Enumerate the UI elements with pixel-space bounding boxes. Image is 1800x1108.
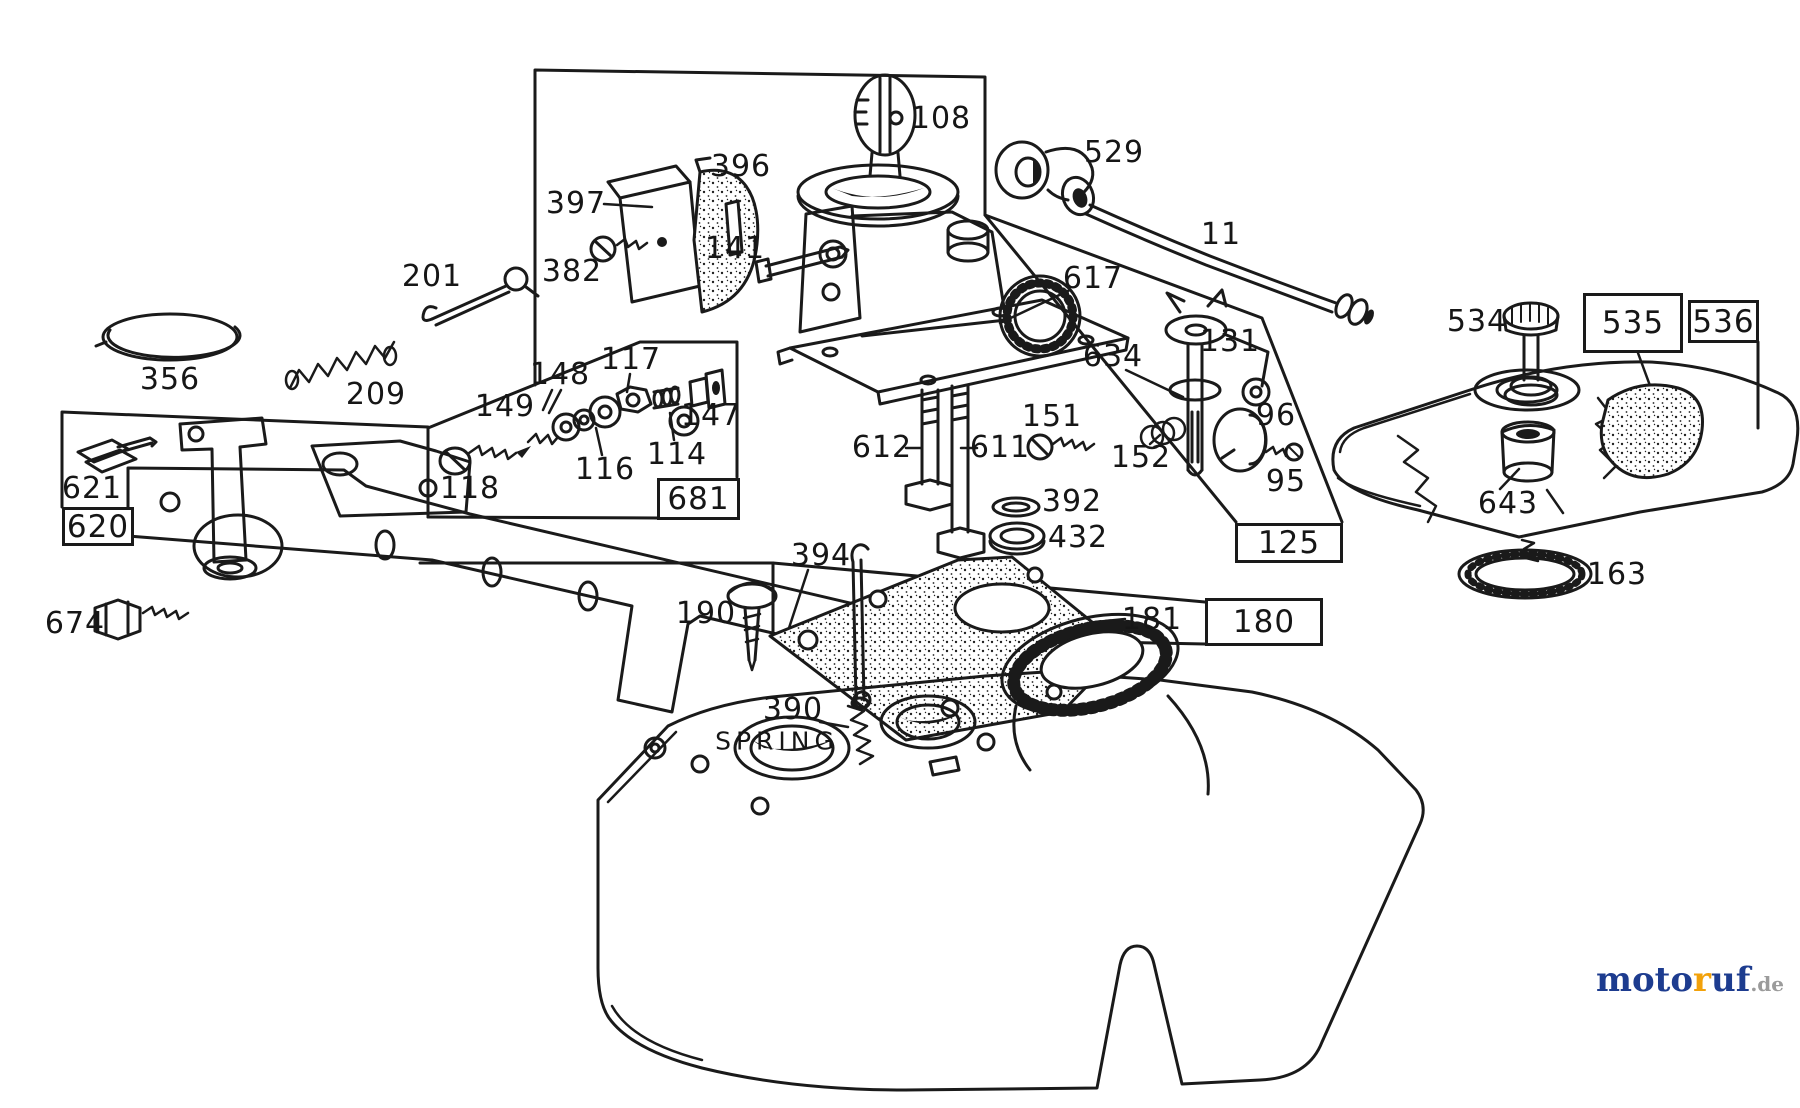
part-label-152: 152 [1110,440,1172,475]
part-label-612: 612 [851,430,913,465]
part-label-617: 617 [1062,261,1124,296]
part-label-148: 148 [529,357,591,392]
part-label-643: 643 [1477,486,1539,521]
part-label-190: 190 [675,596,737,631]
part-label-141: 141 [704,231,766,266]
part-label-392: 392 [1041,484,1103,519]
watermark-text-4: .de [1750,972,1784,996]
needle-valve-parts-drawing [438,368,727,476]
assembly-box-180: 180 [1205,598,1323,646]
part-label-382: 382 [541,254,603,289]
part-label-147: 147 [680,398,742,433]
choke-knob-drawing [853,73,917,178]
part-label-131: 131 [1199,324,1261,359]
assembly-box-535: 535 [1583,293,1683,353]
part-label-356: 356 [139,362,201,397]
part-label-611: 611 [969,430,1031,465]
throttle-shaft-drawing [1026,288,1304,477]
part-label-209: 209 [345,377,407,412]
watermark-text-1: moto [1596,960,1694,1000]
assembly-box-620: 620 [62,507,134,546]
part-label-634: 634 [1082,339,1144,374]
part-label-201: 201 [401,259,463,294]
part-label-397: 397 [545,186,607,221]
part-label-181: 181 [1121,602,1183,637]
part-label-96: 96 [1255,398,1297,433]
watermark-motoruf: motoruf.de [1596,960,1784,1000]
fuel-pipe-drawing [994,140,1374,326]
assembly-box-125: 125 [1235,523,1343,563]
assembly-box-536: 536 [1688,300,1759,343]
watermark-text-2: r [1693,960,1711,1000]
part-label-149: 149 [474,389,536,424]
spring-annotation: SPRING [715,726,839,756]
right-fuel-tank-drawing [1331,301,1800,600]
part-label-11: 11 [1200,217,1242,252]
part-label-621: 621 [61,471,123,506]
part-label-529: 529 [1083,135,1145,170]
part-label-432: 432 [1047,520,1109,555]
watermark-text-3: uf [1710,960,1751,1000]
fuel-tank-drawing [596,612,1425,1092]
part-label-394: 394 [790,538,852,573]
part-label-674: 674 [44,606,106,641]
carburetor-body-drawing [776,163,1130,406]
part-label-396: 396 [710,149,772,184]
part-label-114: 114 [646,437,708,472]
part-label-108: 108 [910,101,972,136]
assembly-box-681: 681 [657,478,740,520]
part-label-390: 390 [762,692,824,727]
mounting-studs-drawing [904,384,1046,560]
part-label-95: 95 [1265,464,1307,499]
part-label-117: 117 [600,342,662,377]
pump-cover-drawing [421,156,850,327]
part-label-118: 118 [439,471,501,506]
callout-boxes [60,68,1760,646]
part-label-116: 116 [574,452,636,487]
part-label-163: 163 [1586,557,1648,592]
part-label-534: 534 [1446,304,1508,339]
part-label-151: 151 [1021,399,1083,434]
